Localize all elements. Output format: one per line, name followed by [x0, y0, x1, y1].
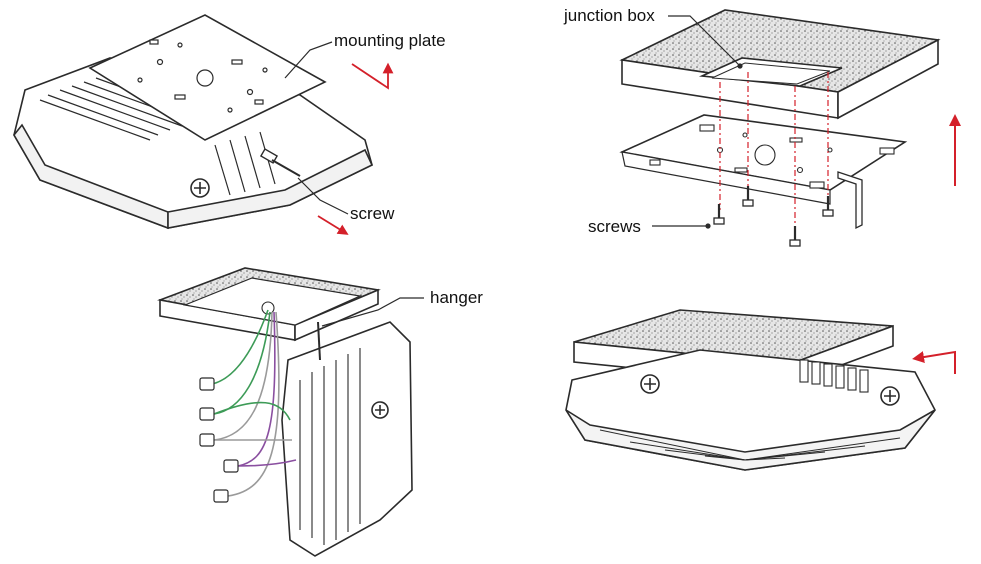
label-screws: screws [588, 217, 641, 236]
label-junction-box: junction box [564, 6, 655, 25]
lens-rays [599, 429, 901, 461]
wires [211, 309, 297, 497]
screws-exploded [713, 186, 834, 247]
hanging-fixture-fins [299, 348, 361, 545]
leader-lines-panel2 [652, 15, 743, 229]
fixture-side-right [167, 148, 374, 229]
leader-lines-panel1 [284, 41, 349, 215]
panel-wiring-hanger [157, 267, 413, 557]
wire-nuts [199, 377, 239, 503]
panel-fixture-mounting-plate [13, 14, 374, 230]
label-hanger: hanger [430, 288, 483, 307]
mounting-plate-wiring [182, 277, 363, 326]
hanging-fixture [281, 321, 413, 557]
label-mounting-plate: mounting plate [334, 31, 446, 50]
screw-part [259, 148, 301, 177]
arrow-screw-out [317, 215, 349, 235]
arrows-panel1 [317, 62, 394, 235]
hanger-cable [317, 321, 321, 361]
mounting-plate-holes [137, 39, 268, 113]
plate-holes [649, 124, 895, 189]
leader-line-hanger [321, 297, 424, 327]
panel-installed-fixture [565, 309, 936, 471]
arrow-left-panel4 [912, 350, 956, 374]
panel-junction-box [619, 9, 941, 230]
arrow-up-mounting [351, 62, 394, 90]
alignment-lines [719, 72, 829, 228]
label-screw: screw [350, 204, 395, 223]
installed-fixture-lens [565, 409, 936, 471]
installed-fins [799, 359, 869, 393]
hanger-tab [837, 171, 863, 230]
